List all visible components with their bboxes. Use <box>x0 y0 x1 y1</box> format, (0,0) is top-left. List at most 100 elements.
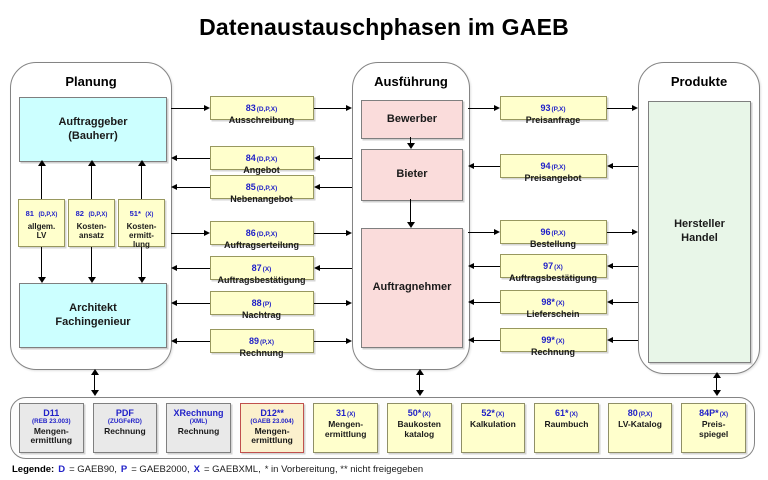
bottom-code: 31 <box>335 408 346 418</box>
doc-name: allgem. LV <box>27 222 56 241</box>
arrowhead-left-icon <box>606 163 613 169</box>
arrow-up-icon <box>90 369 99 375</box>
flow-box: 87(X) Auftragsbestätigung <box>209 256 314 285</box>
bottom-box: XRechnung(XML) Rechnung <box>166 403 231 453</box>
bottom-box: 80(P,X) LV-Katalog <box>607 403 673 453</box>
vertical-connector <box>87 160 96 199</box>
bottom-code-line: PDF(ZUGFeRD) <box>94 408 157 426</box>
flow-name: Rechnung <box>531 347 575 357</box>
doc-box: 51* (X) Kosten- ermitt- lung <box>118 199 165 249</box>
connector-line <box>716 378 717 390</box>
flow-name: Preisangebot <box>524 173 582 183</box>
flow-name: Lieferschein <box>526 309 580 319</box>
doc-formats: (X) <box>145 212 154 218</box>
legend-part: Legende: <box>12 464 54 475</box>
bottom-name: Mengen- ermittlung <box>251 425 293 446</box>
flow-row: 86(D,P,X) Auftragserteilung <box>171 221 352 250</box>
doc-code: 81 <box>25 209 34 218</box>
flow-row: 97(X) Auftragsbestätigung <box>468 254 638 283</box>
bottom-formats: (GAEB 23.004) <box>250 417 294 425</box>
bottom-code: 50* <box>407 408 422 418</box>
arrow-down-icon <box>37 277 46 283</box>
flow-row: 93(P,X) Preisanfrage <box>468 96 638 125</box>
legend-part: * in Vorbereitung, ** nicht freigegeben <box>265 464 423 475</box>
flow-box: 86(D,P,X) Auftragserteilung <box>209 221 314 250</box>
flow-line <box>177 302 210 304</box>
flow-name: Rechnung <box>239 348 284 358</box>
flow-line <box>313 340 346 342</box>
flow-box-code-line: 87(X) <box>211 258 313 276</box>
legend-text: Legende: <box>12 464 55 475</box>
bottom-box: 61*(X) Raumbuch <box>534 403 599 453</box>
bottom-code-line: D12**(GAEB 23.004) <box>241 408 304 426</box>
flow-row: 87(X) Auftragsbestätigung <box>171 256 352 285</box>
arrowhead-right-icon <box>203 230 210 236</box>
planung-bottom-connector <box>90 369 99 396</box>
flow-row: 88(P) Nachtrag <box>171 291 352 320</box>
flow-box: 97(X) Auftragsbestätigung <box>499 254 607 283</box>
flow-code: 87 <box>251 263 262 273</box>
bottom-formats: (X) <box>495 411 505 418</box>
flow-name: Auftragserteilung <box>223 240 299 250</box>
flow-box: 96(P,X) Bestellung <box>499 220 607 249</box>
connector-line <box>419 375 420 390</box>
bottom-formats: (X) <box>719 411 729 418</box>
legend-text: = GAEB2000, <box>131 464 190 475</box>
bottom-box: 50*(X) Baukosten katalog <box>386 403 452 453</box>
doc-formats: (D,P,X) <box>88 212 108 218</box>
flow-code: 93 <box>540 103 551 113</box>
bottom-code-line: 31(X) <box>314 408 377 419</box>
bottom-code-line: 61*(X) <box>535 408 598 419</box>
arrow-up-icon <box>712 372 721 378</box>
legend-text: P <box>120 464 128 475</box>
flow-formats: (P,X) <box>551 106 566 113</box>
bottom-formats: (X) <box>569 411 578 418</box>
flow-line <box>177 267 210 269</box>
flow-box-code-line: 96(P,X) <box>501 222 606 240</box>
flow-name: Auftragsbestätigung <box>508 273 597 283</box>
vertical-connector <box>137 247 146 283</box>
flow-line <box>313 302 346 304</box>
vertical-connector <box>37 247 46 283</box>
produkte-bottom-connector <box>712 372 721 396</box>
architekt-box: Architekt Fachingenieur <box>19 283 167 348</box>
flow-formats: (D,P,X) <box>256 156 278 163</box>
flow-line <box>468 231 494 233</box>
doc-code-line: 82 (D,P,X) <box>69 203 114 221</box>
flow-name: Preisanfrage <box>525 115 581 125</box>
bottom-box: 52*(X) Kalkulation <box>460 403 526 453</box>
auftraggeber-box: Auftraggeber (Bauherr) <box>19 97 167 162</box>
flow-row: 98*(X) Lieferschein <box>468 290 638 319</box>
vertical-connector <box>87 247 96 283</box>
legend-part: = GAEB2000, <box>131 464 189 475</box>
bottom-code-line: 52*(X) <box>462 408 525 419</box>
flow-line <box>468 107 494 109</box>
bottom-code-line: 84P*(X) <box>682 408 745 419</box>
flow-code: 83 <box>245 103 256 113</box>
bottom-code: XRechnung <box>173 408 224 418</box>
flow-box-code-line: 99*(X) <box>501 330 606 348</box>
flow-line <box>319 267 352 269</box>
bottom-code: 61* <box>554 408 569 418</box>
flow-formats: (X) <box>555 338 565 345</box>
flow-formats: (X) <box>555 300 565 307</box>
flow-code: 85 <box>245 182 256 192</box>
flow-line <box>177 186 210 188</box>
hersteller-handel-box: Hersteller Handel <box>648 101 751 363</box>
flow-row: 96(P,X) Bestellung <box>468 220 638 249</box>
bottom-formats: (P,X) <box>638 411 653 418</box>
bottom-name: Kalkulation <box>469 418 516 429</box>
produkte-header: Produkte <box>670 74 728 89</box>
legend-text: = GAEBXML, <box>203 464 261 475</box>
flow-box-code-line: 98*(X) <box>501 292 606 310</box>
arrowhead-left-icon <box>313 265 320 271</box>
flow-line <box>177 157 210 159</box>
bottom-code: D11 <box>43 408 60 418</box>
bottom-box: 31(X) Mengen- ermittlung <box>313 403 378 453</box>
connector-line <box>141 166 142 199</box>
flow-formats: (P,X) <box>551 230 566 237</box>
flow-name: Auftragsbestätigung <box>217 275 306 285</box>
flow-line <box>313 232 346 234</box>
bottom-formats: (ZUGFeRD) <box>107 417 142 425</box>
